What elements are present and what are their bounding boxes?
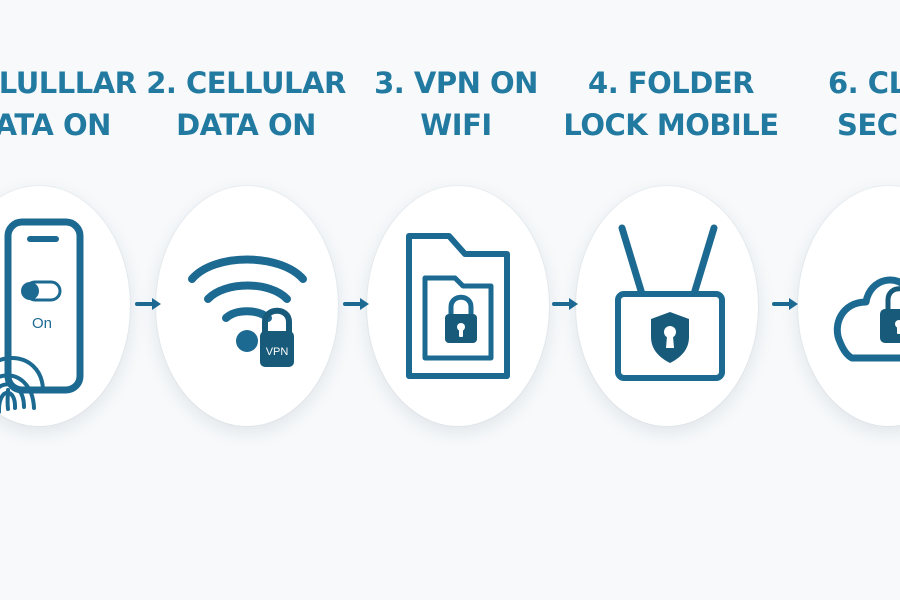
wifi-vpn-lock-icon: VPN <box>188 255 307 367</box>
arrow-2-to-3 <box>343 295 371 313</box>
step-5-title-line-1: 6. CLO <box>828 66 900 100</box>
step-1-title: ELULLLAR DATA ON <box>0 62 168 146</box>
step-4-title-line-1: 4. FOLDER <box>588 66 754 100</box>
arrow-right-icon <box>343 298 369 310</box>
step-5-title: 6. CLO SECU <box>800 62 900 146</box>
step-3-title-line-2: WIFI <box>420 108 492 142</box>
step-2-circle: VPN <box>156 186 338 426</box>
arrow-1-to-2 <box>135 295 163 313</box>
fingerprint-icon <box>0 356 45 414</box>
step-5-title-line-2: SECU <box>837 108 900 142</box>
arrow-3-to-4 <box>552 295 580 313</box>
step-1-circle: On <box>0 186 130 426</box>
step-2-title-line-2: DATA ON <box>176 108 316 142</box>
step-2-title: 2. CELLULAR DATA ON <box>136 62 356 146</box>
arrow-right-icon <box>135 298 161 310</box>
cloud-lock-icon <box>833 276 900 362</box>
vpn-badge-label: VPN <box>266 346 289 358</box>
router-shield-icon <box>615 224 725 381</box>
step-5-circle <box>798 186 900 426</box>
arrow-right-icon <box>552 298 578 310</box>
step-1-title-line-2: DATA ON <box>0 108 111 142</box>
step-3-circle <box>367 186 549 426</box>
step-2-title-line-1: 2. CELLULAR <box>146 66 346 100</box>
step-4-circle <box>576 186 758 426</box>
toggle-label: On <box>32 315 52 332</box>
arrow-right-icon <box>772 298 798 310</box>
step-1-title-line-1: ELULLLAR <box>0 66 137 100</box>
step-3-title-line-1: 3. VPN ON <box>374 66 538 100</box>
phone-fingerprint-icon: On <box>0 218 84 414</box>
folder-lock-icon <box>406 233 510 379</box>
step-4-title: 4. FOLDER LOCK MOBILE <box>561 62 781 146</box>
arrow-4-to-5 <box>772 295 800 313</box>
step-4-title-line-2: LOCK MOBILE <box>563 108 779 142</box>
step-3-title: 3. VPN ON WIFI <box>346 62 566 146</box>
